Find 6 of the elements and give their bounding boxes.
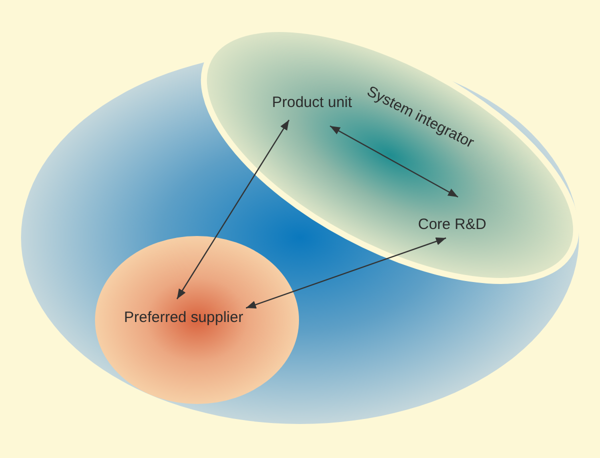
double-arrow [330,125,458,198]
node-label: Product unit [272,94,352,111]
double-arrow [246,237,446,309]
node-label: Preferred supplier [124,309,244,326]
double-arrow [176,120,290,300]
node-label: Core R&D [418,216,486,233]
